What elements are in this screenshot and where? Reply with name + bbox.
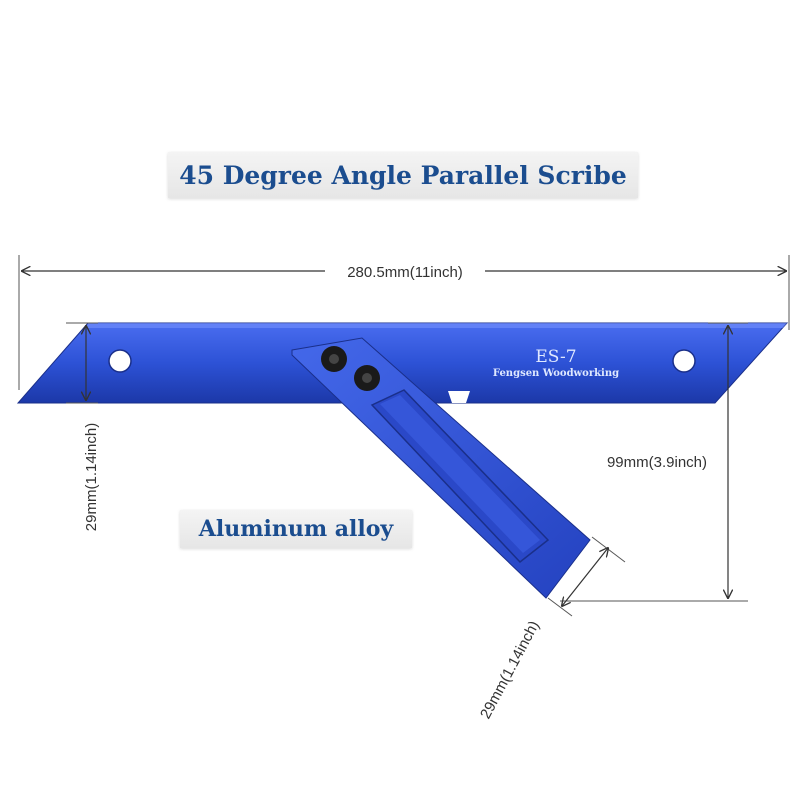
screw-knobs (321, 346, 380, 391)
ruler-bar: ES-7 Fengsen Woodworking (16, 322, 789, 404)
material-label: Aluminum alloy (180, 510, 412, 548)
title-banner: 45 Degree Angle Parallel Scribe (168, 152, 638, 198)
mount-hole-left (108, 349, 132, 373)
ruler-width-dimension: 29mm(1.14inch) (66, 322, 100, 531)
arm-width-label: 29mm(1.14inch) (477, 618, 543, 722)
length-dimension: 280.5mm(11inch) (18, 255, 790, 390)
height-dimension: 99mm(3.9inch) (560, 322, 748, 602)
brand-engraving: Fengsen Woodworking (493, 368, 619, 379)
model-engraving: ES-7 (535, 347, 576, 367)
length-label: 280.5mm(11inch) (347, 264, 463, 281)
mount-hole-right (672, 349, 696, 373)
ruler-notch (448, 391, 470, 403)
ruler-width-label: 29mm(1.14inch) (83, 423, 100, 531)
angle-arm (291, 337, 591, 599)
height-label: 99mm(3.9inch) (607, 454, 707, 471)
